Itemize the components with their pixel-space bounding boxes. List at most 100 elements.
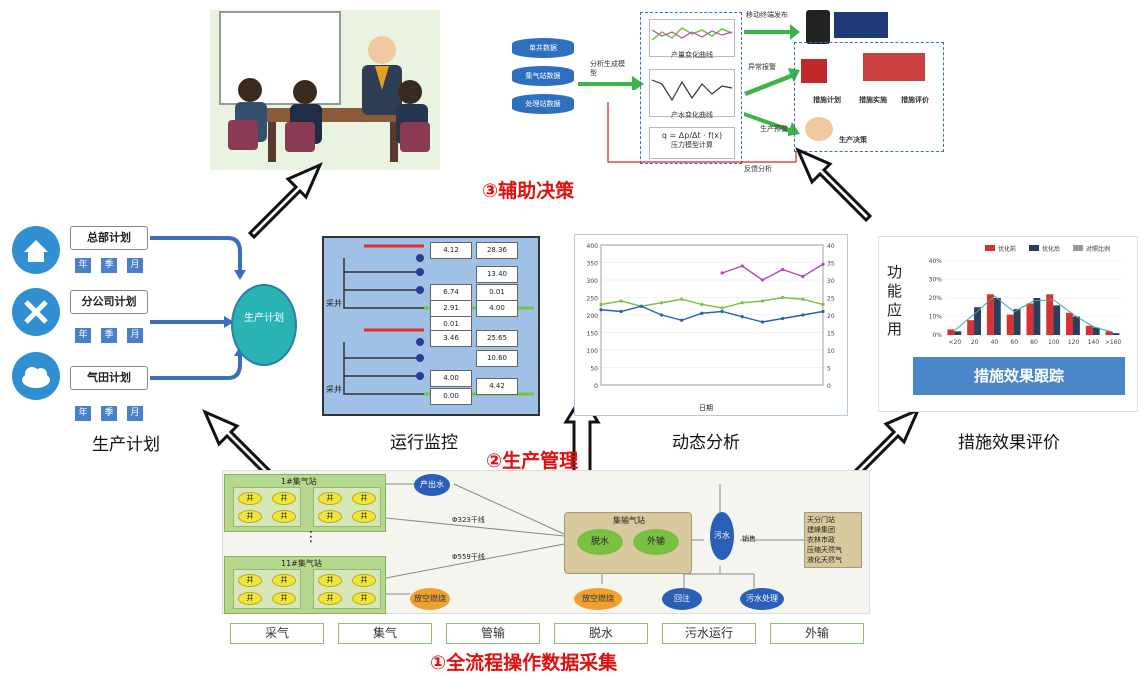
panel-water: 产水变化曲线 <box>649 69 735 119</box>
series-point <box>801 274 805 279</box>
meeting-illustration <box>210 10 440 170</box>
ellipsis: ⋮ <box>304 529 318 545</box>
y-tick: 300 <box>587 278 599 285</box>
tag-month: 月 <box>127 258 143 273</box>
export-oval: 外输 <box>633 529 679 555</box>
well: 井 <box>318 592 342 605</box>
y2-tick: 25 <box>827 296 835 303</box>
series-point <box>740 301 744 305</box>
series-point <box>619 309 623 314</box>
bar <box>1105 331 1113 335</box>
pad-label: 采井 <box>326 299 342 308</box>
y-tick: 50 <box>590 366 598 373</box>
tools-icon <box>12 288 60 336</box>
panel-title: 产量变化曲线 <box>671 51 713 59</box>
section-1-title: ①全流程操作数据采集 <box>430 652 618 674</box>
monitor-value: 4.00 <box>476 300 518 317</box>
x-tick: 100 <box>1048 339 1060 346</box>
effect-side-label: 功能应用 <box>887 263 903 338</box>
y2-tick: 0 <box>827 383 831 390</box>
line-559: Φ559干线 <box>452 553 485 561</box>
series-point <box>720 306 724 310</box>
bar <box>1085 325 1093 335</box>
home-glyph <box>24 240 48 262</box>
plan-branch: 分公司计划 <box>70 290 148 314</box>
tag-year: 年 <box>75 406 91 421</box>
section-2-title: ②生产管理 <box>486 450 579 472</box>
well: 井 <box>318 492 342 505</box>
label-evaluate: 措施评价 <box>901 96 929 104</box>
monitor-panel: 4.12 28.36 13.40 6.74 0.01 4.00 2.91 0.0… <box>322 236 540 416</box>
well-pad: 井 井 井 井 <box>313 569 381 609</box>
bar <box>986 294 994 335</box>
plan-circle-label: 生产计划 <box>244 313 284 324</box>
y2-tick: 40 <box>827 243 835 250</box>
y2-tick: 5 <box>827 366 831 373</box>
water-oval: 污水 <box>710 512 734 560</box>
bar <box>947 329 955 335</box>
decision-title: 生产决策 <box>839 136 867 144</box>
monitor-value: 10.60 <box>476 350 518 367</box>
monitor-value: 25.65 <box>476 330 518 347</box>
well-pad: 井 井 井 井 <box>313 487 381 527</box>
series-point <box>760 299 765 303</box>
stage-wastewater: 污水运行 <box>662 623 756 644</box>
decision-arrows <box>744 24 800 136</box>
plan-circle: 生产计划 <box>231 284 297 366</box>
dyn-x-title: 日期 <box>699 404 713 412</box>
reinjection-oval: 回注 <box>662 588 702 610</box>
tag-quarter: 季 <box>101 328 117 343</box>
series-point <box>760 278 765 282</box>
label-plan: 措施计划 <box>813 96 841 104</box>
arrow-to-decision <box>795 147 873 223</box>
well: 井 <box>238 510 262 523</box>
bar <box>1112 333 1120 335</box>
x-tick: 120 <box>1068 339 1080 346</box>
y2-tick: 10 <box>827 348 835 355</box>
x-tick: <20 <box>949 339 962 346</box>
well: 井 <box>238 574 262 587</box>
person-icon <box>805 117 833 141</box>
pad-label: 采井 <box>326 385 342 394</box>
y-tick: 40% <box>929 258 943 265</box>
well: 井 <box>272 574 296 587</box>
tag-quarter: 季 <box>101 406 117 421</box>
y-tick: 100 <box>587 348 599 355</box>
series-point <box>781 295 785 300</box>
station-2: 11#集气站 井 井 井 井 井 井 井 井 <box>224 556 386 614</box>
well: 井 <box>352 592 376 605</box>
bar <box>993 298 1001 335</box>
bar <box>967 320 975 335</box>
stage-gathering: 集气 <box>338 623 432 644</box>
series-point <box>760 320 765 324</box>
monitor-value: 3.46 <box>430 330 472 347</box>
stage-gas-production: 采气 <box>230 623 324 644</box>
x-tick: 40 <box>991 339 999 346</box>
tag-year: 年 <box>75 258 91 273</box>
well: 井 <box>352 492 376 505</box>
database-stack: 单井数据 集气站数据 处理站数据 <box>512 38 574 126</box>
well-pad: 井 井 井 井 <box>233 487 301 527</box>
flare-oval: 放空燃烧 <box>410 588 450 610</box>
series-point <box>781 316 785 321</box>
y2-tick: 20 <box>827 313 835 320</box>
bar <box>1053 305 1061 335</box>
tag-month: 月 <box>127 328 143 343</box>
label-alarm: 异常报警 <box>748 63 776 71</box>
stage-pipeline: 管输 <box>446 623 540 644</box>
station-1: 1#集气站 井 井 井 井 井 井 井 井 <box>224 474 386 532</box>
home-icon <box>12 226 60 274</box>
meeting-scene <box>219 11 430 162</box>
section-3-title: ③辅助决策 <box>482 180 575 202</box>
well: 井 <box>238 592 262 605</box>
legend-label: 优化后 <box>1042 245 1060 253</box>
x-tick: 80 <box>1030 339 1038 346</box>
well: 井 <box>352 510 376 523</box>
monitor-value: 4.42 <box>476 378 518 395</box>
bar <box>1046 294 1054 335</box>
x-tick: 60 <box>1010 339 1018 346</box>
dewater-oval: 脱水 <box>577 529 623 555</box>
tag-month: 月 <box>127 406 143 421</box>
